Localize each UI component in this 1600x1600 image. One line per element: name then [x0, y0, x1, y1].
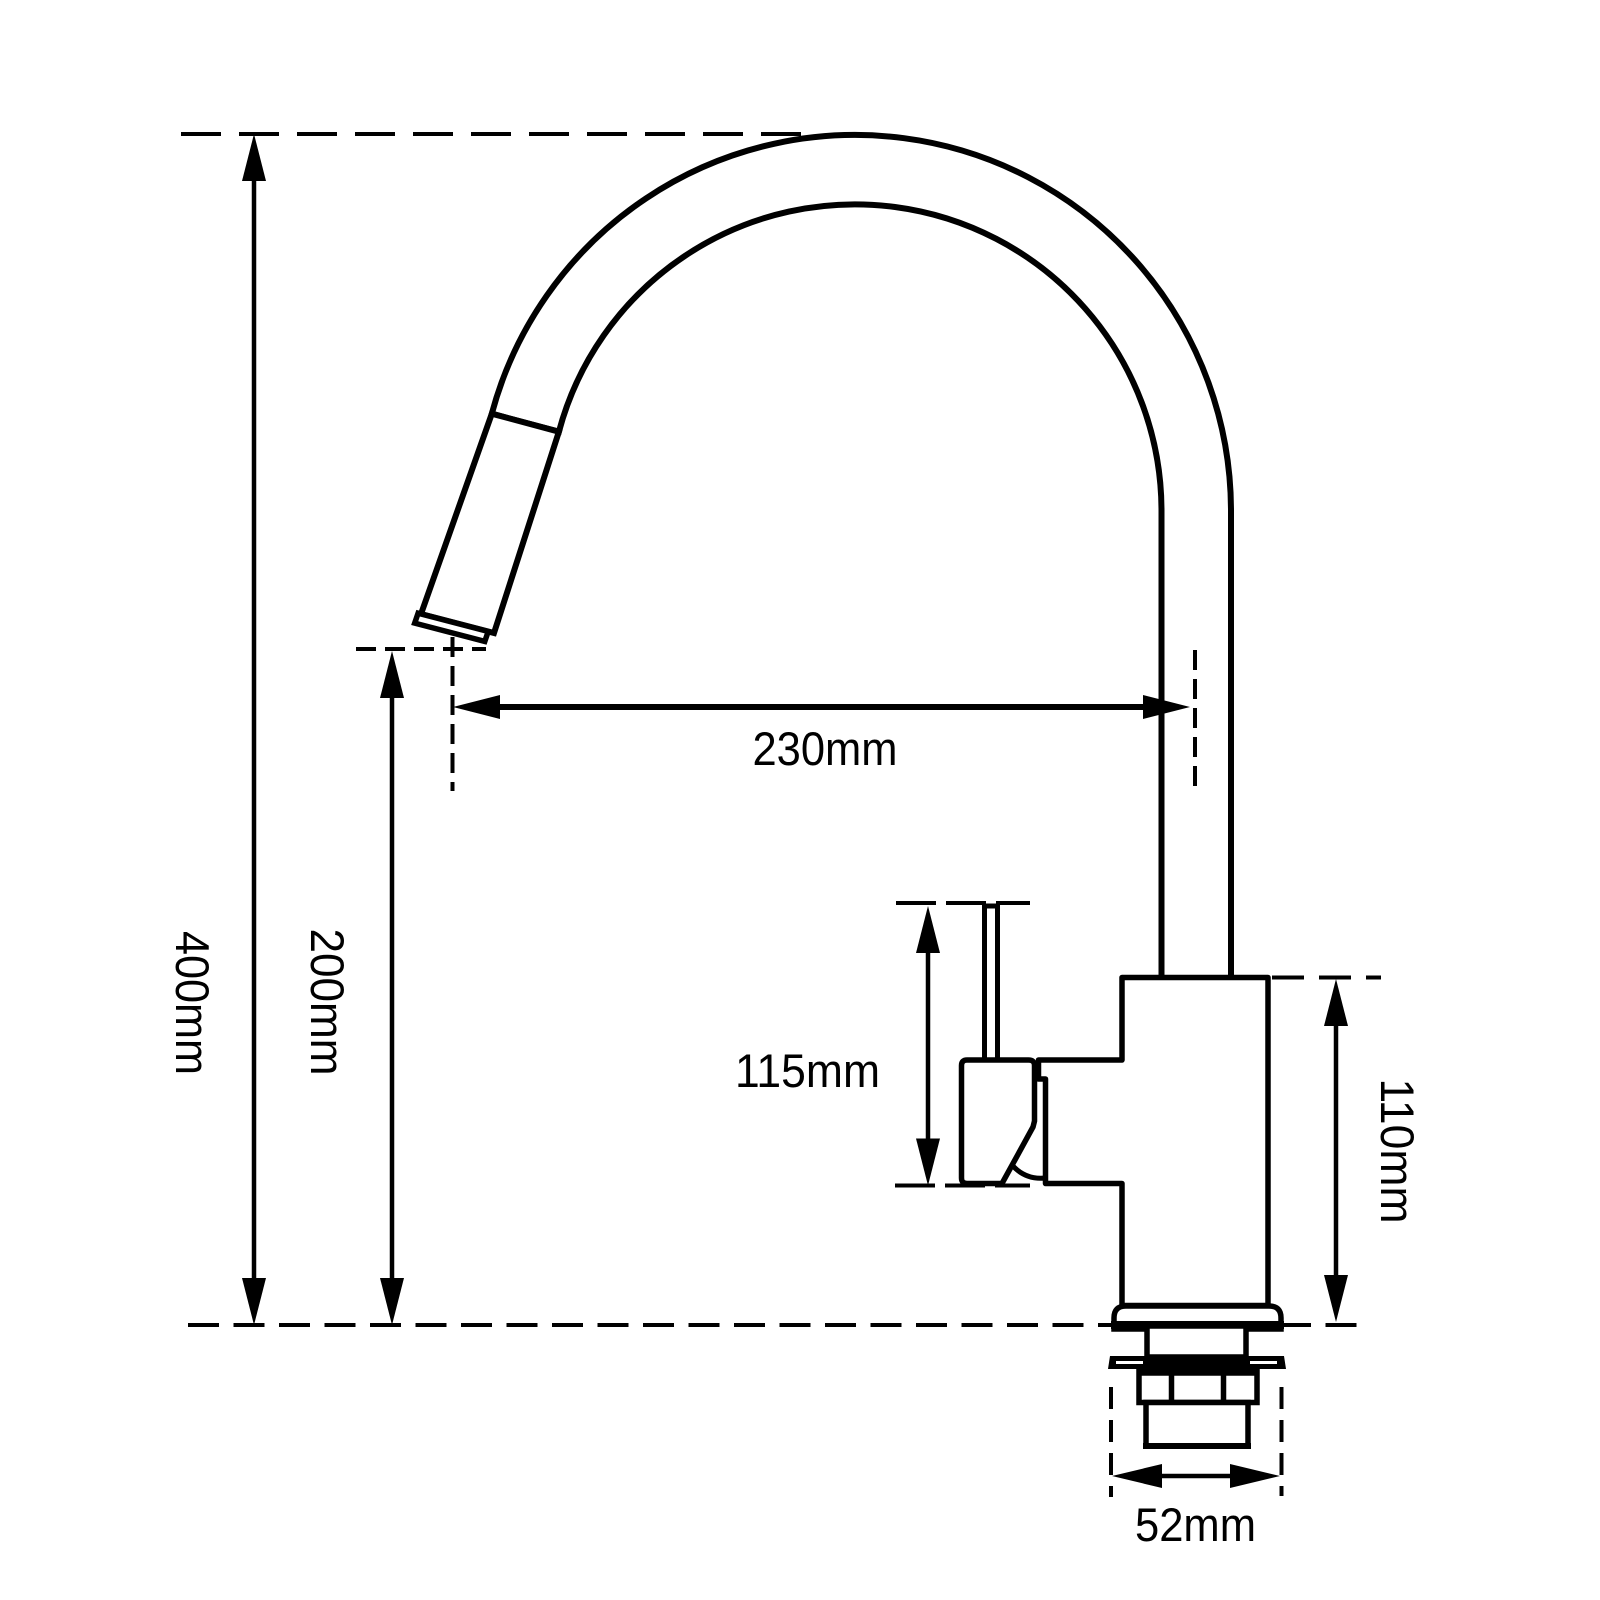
svg-text:230mm: 230mm [753, 723, 898, 776]
svg-text:110mm: 110mm [1370, 1079, 1423, 1224]
svg-text:52mm: 52mm [1135, 1499, 1256, 1552]
svg-text:200mm: 200mm [300, 929, 353, 1076]
svg-text:115mm: 115mm [735, 1045, 880, 1098]
svg-text:400mm: 400mm [165, 931, 218, 1075]
